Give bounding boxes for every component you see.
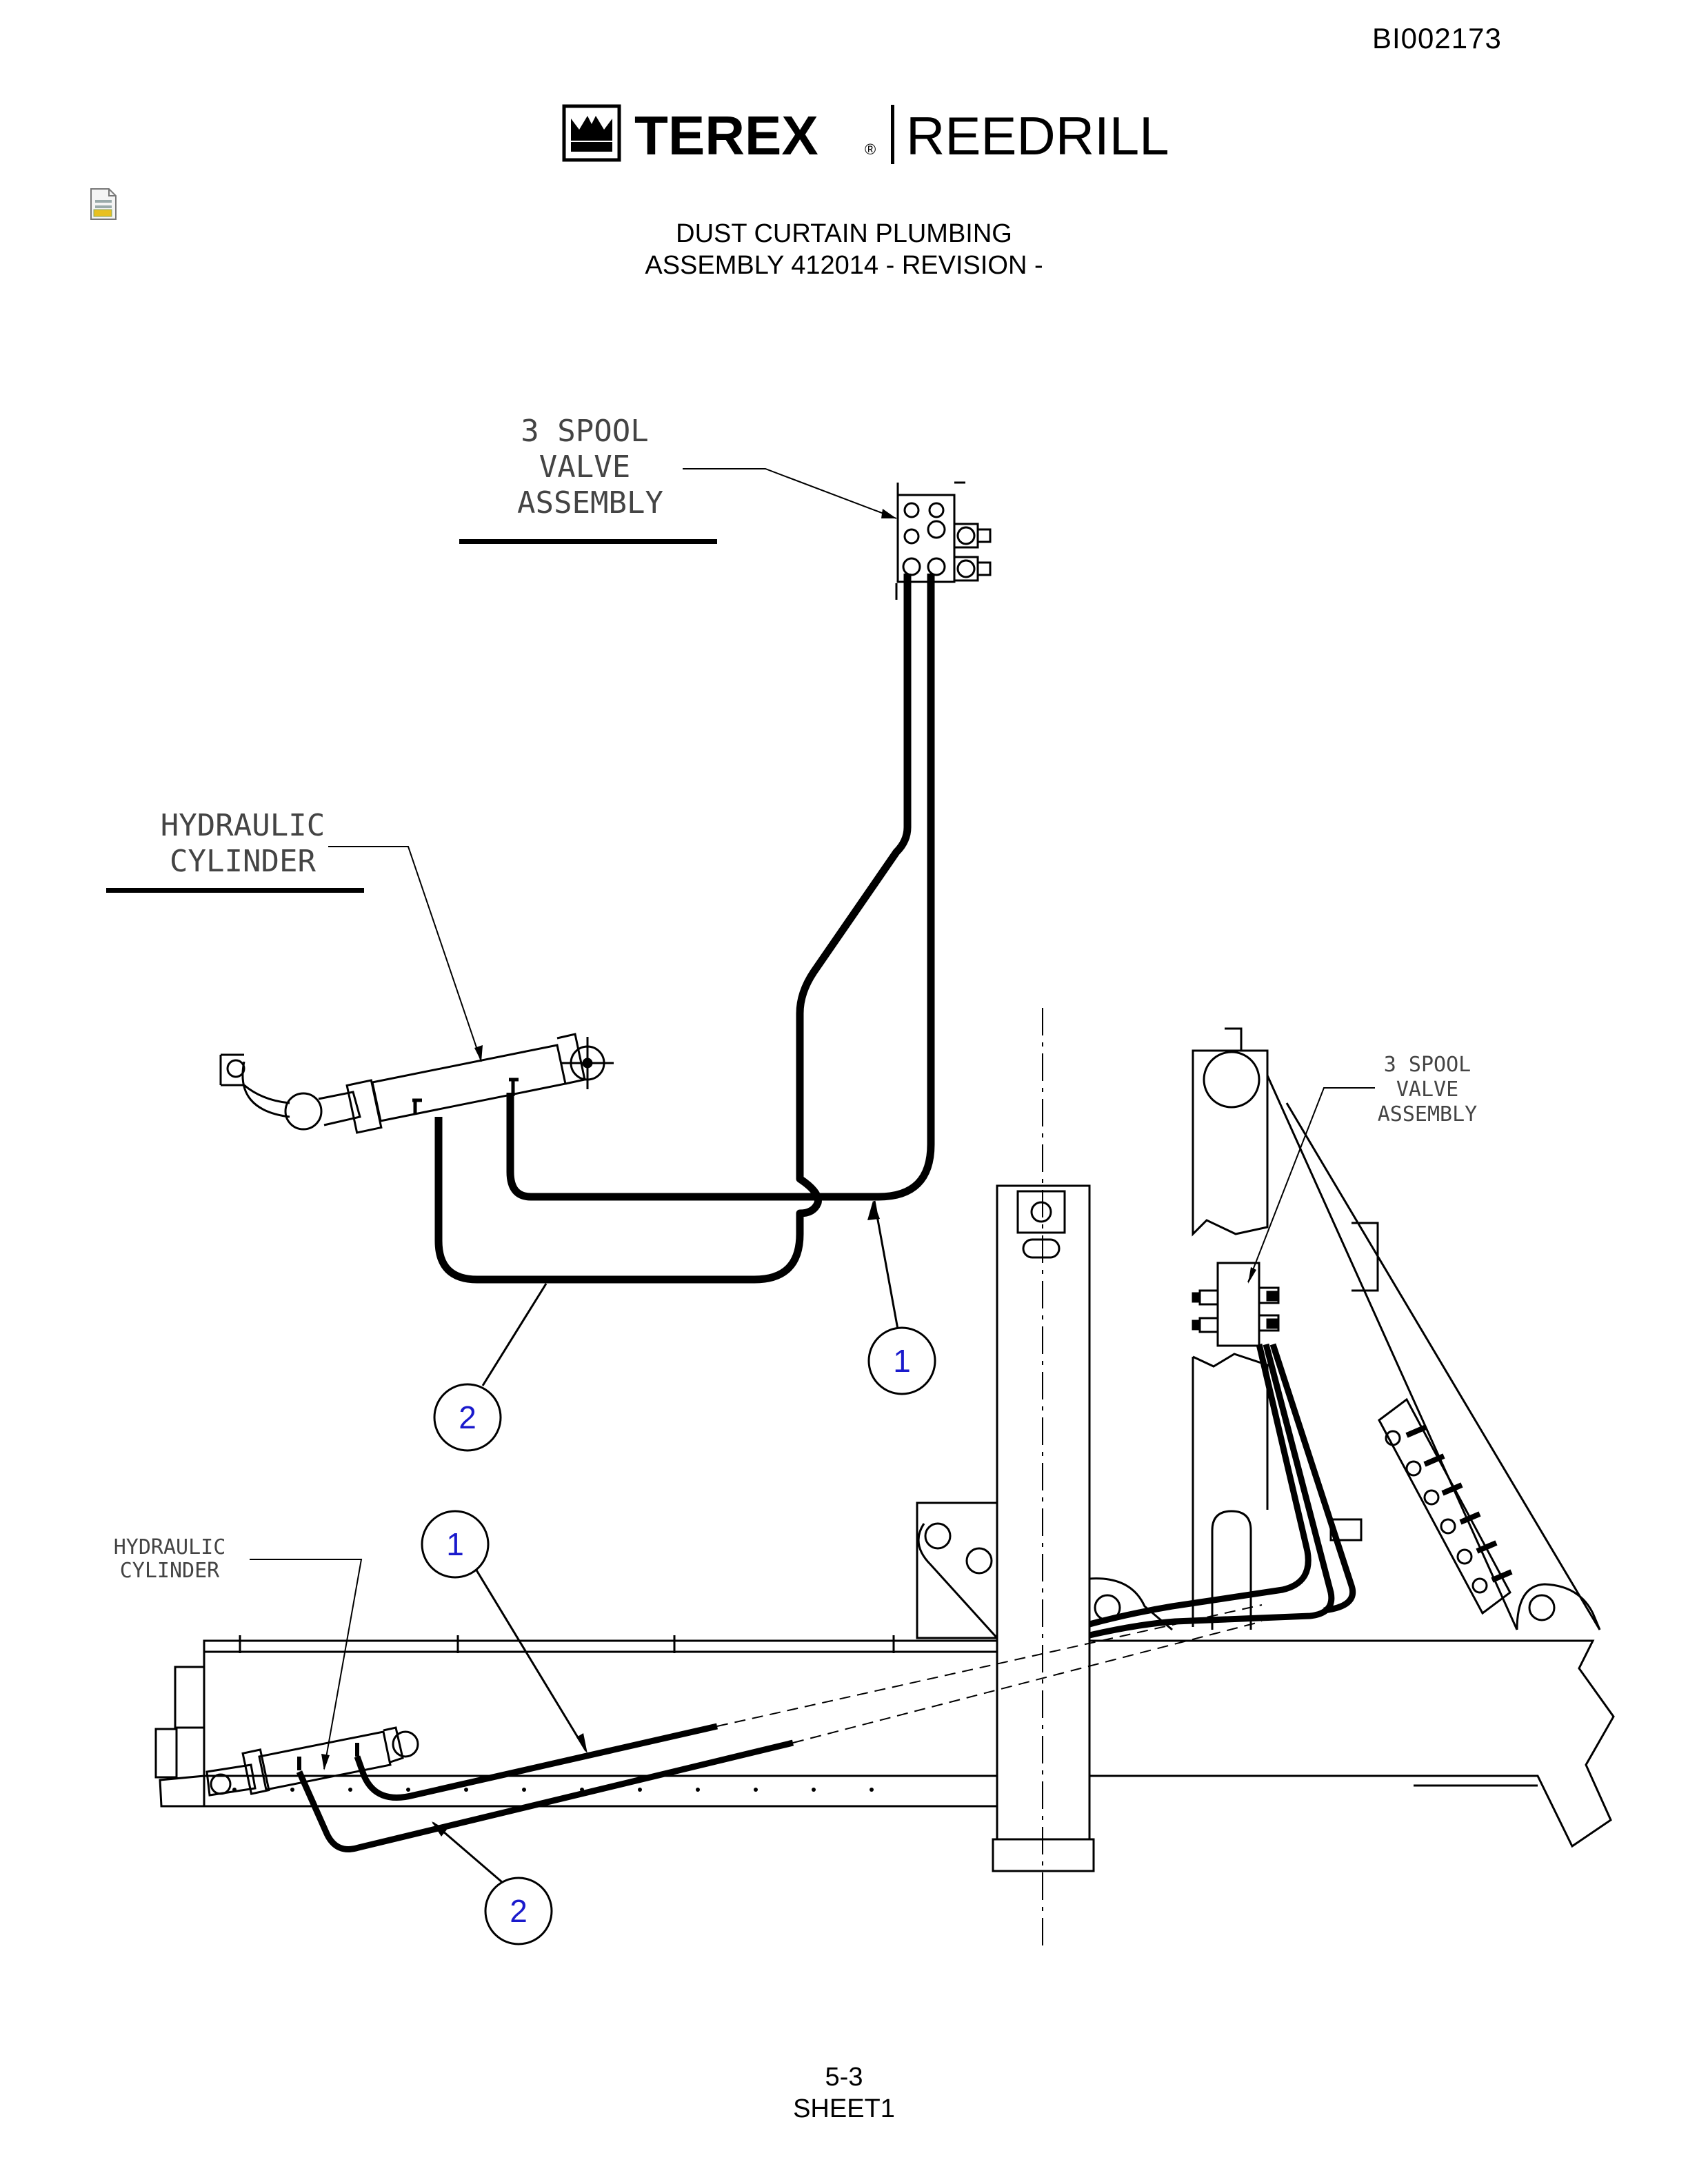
hydraulic-cylinder-ports	[412, 1078, 519, 1114]
document-attachment-icon[interactable]	[88, 188, 119, 221]
title-line-1: DUST CURTAIN PLUMBING	[676, 219, 1012, 248]
page-footer: 5-3 SHEET1	[0, 2061, 1688, 2125]
svg-text:3 SPOOL: 3 SPOOL	[1384, 1053, 1471, 1077]
sheet-label: SHEET1	[793, 2094, 895, 2123]
boom-holes	[232, 1788, 874, 1792]
hoses-bottom	[296, 1343, 1356, 1852]
hydraulic-cylinder-bottom	[205, 1726, 419, 1797]
callout-1-bottom: 1	[421, 1510, 587, 1754]
drawing-title: DUST CURTAIN PLUMBING ASSEMBLY 412014 - …	[0, 218, 1688, 281]
callout-1-top: 1	[867, 1200, 936, 1395]
manifold-block	[1378, 1397, 1513, 1615]
terex-crown-icon	[562, 104, 621, 162]
svg-text:CYLINDER: CYLINDER	[120, 1559, 220, 1583]
callout-1-top-number: 1	[893, 1343, 911, 1379]
label-valve-top: 3 SPOOL VALVE ASSEMBLY	[459, 414, 897, 544]
registered-mark: ®	[865, 141, 876, 158]
label-cylinder-bottom: HYDRAULIC CYLINDER	[114, 1535, 363, 1770]
callout-2-bottom-number: 2	[510, 1893, 528, 1929]
svg-text:ASSEMBLY: ASSEMBLY	[1378, 1102, 1478, 1126]
mast-frame	[916, 1027, 1601, 1872]
valve-assembly-right	[1192, 1262, 1280, 1347]
svg-text:HYDRAULIC: HYDRAULIC	[114, 1535, 226, 1559]
valve-assembly-top	[895, 481, 992, 600]
svg-text:VALVE: VALVE	[1396, 1078, 1458, 1102]
main-boom	[154, 1635, 1615, 1848]
page-number: 5-3	[825, 2063, 863, 2092]
document-id: BI002173	[1372, 22, 1502, 54]
svg-text:3 SPOOL: 3 SPOOL	[521, 414, 648, 449]
callout-2-top-number: 2	[459, 1399, 476, 1435]
dashed-hose-route	[716, 1604, 1263, 1743]
hydraulic-cylinder-top	[219, 1033, 614, 1134]
svg-text:HYDRAULIC: HYDRAULIC	[161, 808, 325, 843]
terex-reedrill-logo: TEREX ® REEDRILL	[562, 104, 1169, 165]
brand-reedrill: REEDRILL	[906, 105, 1169, 165]
hose-1-top	[434, 574, 935, 1284]
title-line-2: ASSEMBLY 412014 - REVISION -	[645, 251, 1043, 280]
svg-text:CYLINDER: CYLINDER	[170, 844, 316, 879]
svg-text:VALVE: VALVE	[539, 449, 630, 485]
logo-divider	[891, 105, 894, 164]
svg-text:ASSEMBLY: ASSEMBLY	[517, 485, 663, 520]
brand-terex: TEREX	[634, 105, 818, 165]
label-cylinder-top: HYDRAULIC CYLINDER	[106, 808, 483, 1062]
label-valve-right: 3 SPOOL VALVE ASSEMBLY	[1247, 1053, 1478, 1284]
callout-2-top: 2	[433, 1283, 547, 1452]
callout-1-bottom-number: 1	[446, 1526, 464, 1562]
callout-2-bottom: 2	[432, 1821, 553, 1945]
